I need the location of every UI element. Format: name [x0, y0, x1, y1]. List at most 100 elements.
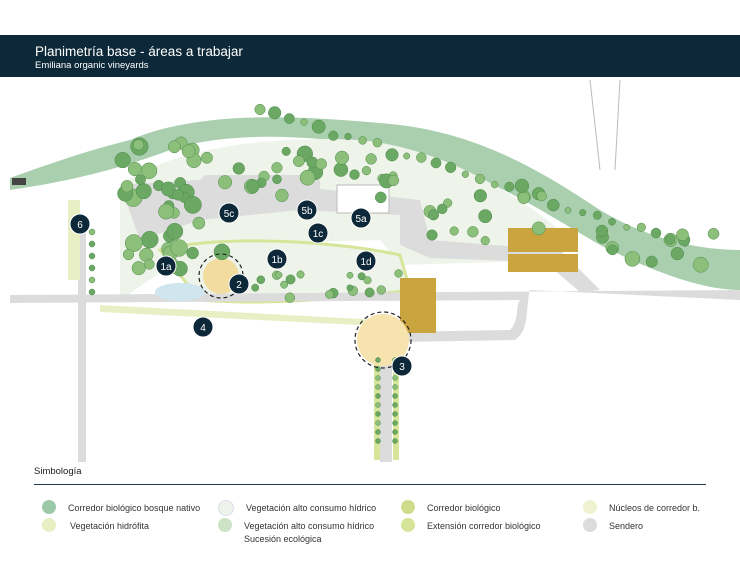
- tree-icon: [357, 272, 366, 281]
- tree-icon: [88, 288, 96, 296]
- vineyard-plot: [400, 278, 436, 333]
- tree-icon: [132, 139, 145, 151]
- tree-icon: [624, 251, 641, 267]
- tree-icon: [88, 276, 96, 284]
- tree-icon: [275, 271, 283, 279]
- tree-icon: [449, 226, 459, 236]
- tree-icon: [426, 229, 438, 241]
- area-marker-5b[interactable]: 5b: [296, 199, 318, 221]
- marker-circle: [350, 207, 372, 229]
- tree-icon: [213, 243, 231, 261]
- tree-icon: [670, 246, 684, 261]
- tree-icon: [280, 280, 289, 289]
- tree-icon: [376, 285, 386, 295]
- tree-icon: [676, 228, 689, 242]
- tree-icon: [158, 203, 175, 220]
- tree-icon: [160, 181, 176, 197]
- tree-icon: [375, 420, 381, 426]
- tree-icon: [473, 189, 487, 203]
- tree-icon: [480, 236, 490, 246]
- tree-icon: [392, 438, 398, 444]
- tree-icon: [375, 438, 381, 444]
- tree-icon: [385, 148, 399, 162]
- tree-icon: [427, 209, 440, 221]
- tree-icon: [88, 240, 96, 248]
- area-marker-6[interactable]: 6: [69, 213, 91, 235]
- area-marker-3[interactable]: 3: [391, 355, 413, 377]
- tree-icon: [392, 411, 398, 417]
- area-marker-5a[interactable]: 5a: [350, 207, 372, 229]
- tree-icon: [491, 180, 499, 189]
- tree-icon: [88, 252, 96, 260]
- tree-icon: [392, 420, 398, 426]
- swatch-icon: [42, 500, 56, 514]
- legend-label: Vegetación alto consumo hídrico: [244, 521, 375, 531]
- tree-icon: [281, 146, 291, 156]
- area-markers: 6 5c 5b 5a 1c 1a 1b 1d 24 3: [69, 199, 413, 377]
- page-title: Planimetría base - áreas a trabajar: [35, 44, 243, 59]
- tree-icon: [186, 246, 199, 260]
- tree-icon: [349, 169, 360, 180]
- legend-label: Corredor biológico: [427, 503, 501, 513]
- tree-icon: [692, 256, 709, 273]
- tree-icon: [664, 234, 676, 245]
- marker-label: 1a: [160, 262, 172, 273]
- tree-icon: [394, 269, 403, 278]
- area-marker-1a[interactable]: 1a: [155, 255, 177, 277]
- tree-icon: [283, 113, 295, 124]
- swatch-icon: [42, 518, 56, 532]
- tree-icon: [88, 228, 96, 236]
- tree-icon: [392, 384, 398, 390]
- tree-icon: [504, 181, 515, 192]
- tree-icon: [608, 217, 616, 226]
- tree-icon: [430, 157, 442, 169]
- tree-icon: [403, 152, 411, 160]
- tree-icon: [218, 175, 233, 190]
- legend-item-corridor-extension: Extensión corredor biológico: [401, 518, 541, 533]
- legend-label: Vegetación alto consumo hídrico: [246, 503, 377, 513]
- legend-label: Núcleos de corredor b.: [609, 503, 701, 513]
- area-marker-1d[interactable]: 1d: [355, 250, 377, 272]
- tree-icon: [284, 292, 295, 303]
- site-plan-map: 6 5c 5b 5a 1c 1a 1b 1d 24 3: [10, 79, 740, 462]
- tree-icon: [256, 275, 266, 285]
- legend-label: Sucesión ecológica: [244, 534, 322, 544]
- legend-item-corridor: Corredor biológico: [401, 500, 501, 515]
- tree-icon: [135, 183, 152, 200]
- tree-icon: [474, 173, 486, 184]
- tree-icon: [299, 169, 316, 186]
- tree-icon: [392, 375, 398, 381]
- tree-icon: [183, 195, 202, 214]
- tree-icon: [131, 261, 146, 276]
- legend-label: Vegetación hidrófita: [70, 521, 150, 531]
- area-marker-1c[interactable]: 1c: [307, 222, 329, 244]
- tree-icon: [564, 206, 572, 214]
- area-marker-4[interactable]: 4: [192, 316, 214, 338]
- tree-icon: [387, 174, 400, 187]
- tree-icon: [325, 290, 334, 299]
- marker-label: 1b: [271, 255, 283, 266]
- marker-circle: [192, 316, 214, 338]
- area-marker-5c[interactable]: 5c: [218, 202, 240, 224]
- tree-icon: [392, 402, 398, 408]
- tree-icon: [363, 276, 372, 285]
- area-marker-2[interactable]: 2: [228, 273, 250, 295]
- tree-icon: [607, 244, 618, 256]
- tree-icon: [364, 287, 375, 298]
- tree-icon: [254, 103, 266, 115]
- tree-icon: [167, 140, 181, 154]
- tree-icon: [595, 224, 609, 238]
- tree-icon: [531, 221, 546, 236]
- west-road: [78, 228, 86, 462]
- vineyard-plot: [508, 254, 578, 272]
- native-forest-corridor: [10, 117, 740, 290]
- tree-icon: [375, 429, 381, 435]
- tree-icon: [120, 180, 134, 193]
- tree-icon: [275, 188, 289, 203]
- tree-icon: [127, 162, 143, 177]
- area-marker-1b[interactable]: 1b: [266, 248, 288, 270]
- tree-icon: [251, 283, 260, 292]
- tree-icon: [192, 216, 206, 230]
- tree-icon: [122, 248, 135, 261]
